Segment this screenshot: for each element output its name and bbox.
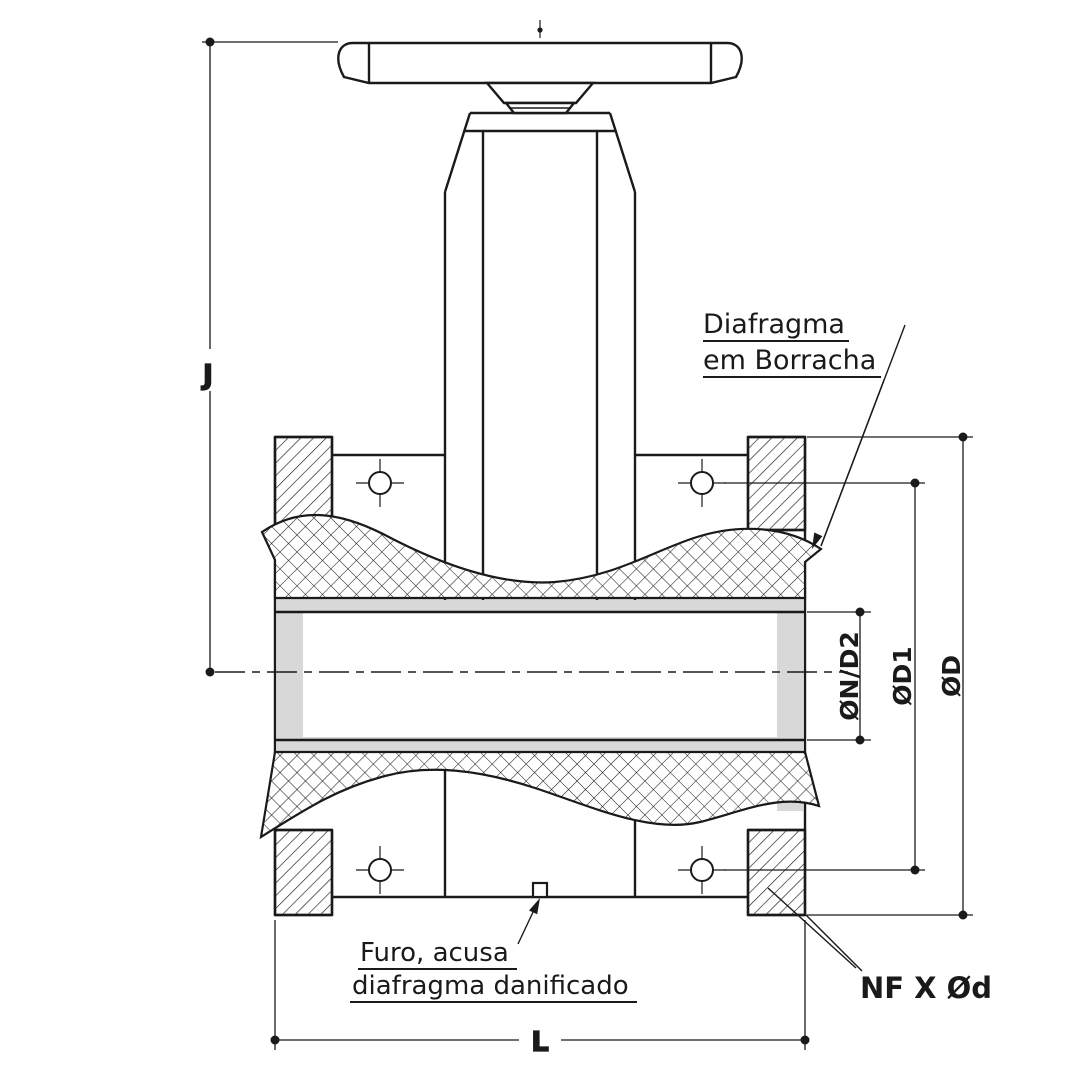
dimension-l: L xyxy=(270,920,810,1061)
diaphragm-upper xyxy=(260,513,823,600)
callout-bolt-spec: NF X Ød xyxy=(767,887,992,1005)
annotation-diaphragm-line2: em Borracha xyxy=(703,345,876,376)
leak-indicator-hole xyxy=(531,881,549,899)
annotation-leak-hole: Furo, acusa diafragma danificado xyxy=(350,898,637,1003)
bolt-holes xyxy=(356,459,726,899)
dim-label-j: J xyxy=(201,358,213,391)
dim-label-flange-od: ØD xyxy=(937,655,966,697)
dim-label-bore: ØN/D2 xyxy=(835,631,864,720)
dimension-j: J xyxy=(191,37,338,677)
handwheel-hub xyxy=(484,81,596,105)
dim-label-bolt-circle: ØD1 xyxy=(888,646,917,705)
label-bolt-spec: NF X Ød xyxy=(860,971,992,1005)
dimension-bore: ØN/D2 xyxy=(807,607,871,745)
leader-arrowhead xyxy=(529,898,540,915)
leader-arrowhead xyxy=(812,532,823,549)
annotation-diaphragm-line1: Diafragma xyxy=(703,309,845,340)
diaphragm-lower xyxy=(259,750,821,840)
dim-label-l: L xyxy=(531,1025,549,1058)
handwheel-rim xyxy=(337,41,743,85)
annotation-leak-line2: diafragma danificado xyxy=(352,971,629,1001)
dimension-flange-od: ØD xyxy=(807,432,973,920)
annotation-diaphragm: Diafragma em Borracha xyxy=(703,309,906,549)
flange-sections xyxy=(273,435,807,917)
dimension-bolt-circle: ØD1 xyxy=(724,478,925,875)
annotation-leak-line1: Furo, acusa xyxy=(360,938,509,968)
handwheel xyxy=(337,20,743,115)
